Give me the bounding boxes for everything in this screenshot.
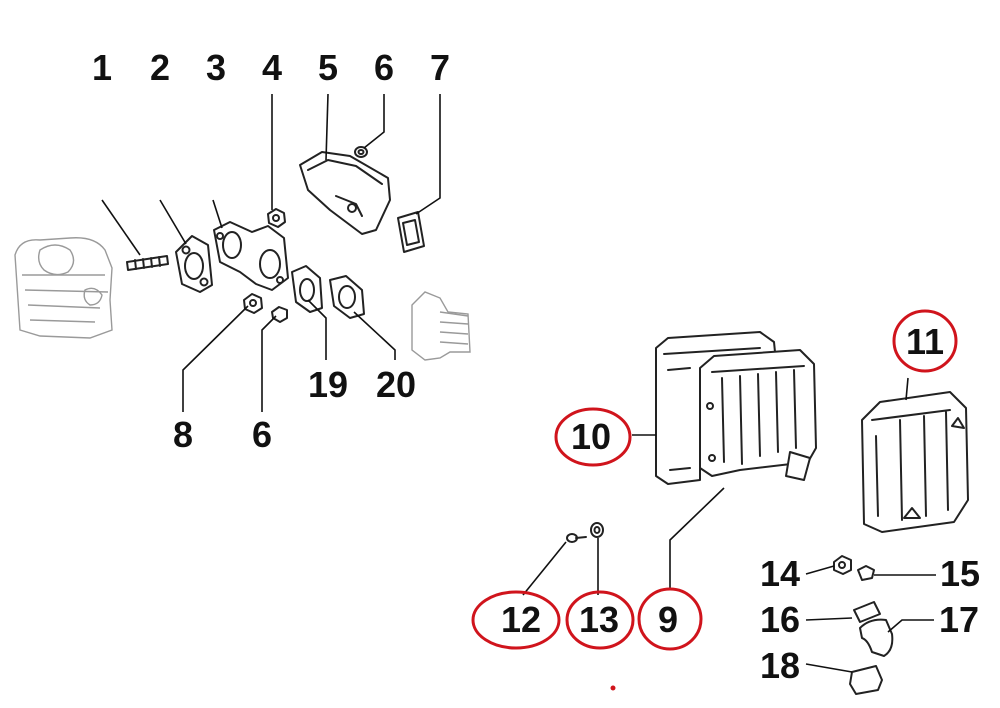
gasket-2-part xyxy=(175,235,213,293)
label-part-18: 18 xyxy=(760,645,800,686)
highlight-circles xyxy=(471,309,958,651)
heat-shield-5-part xyxy=(299,151,391,235)
label-part-3: 3 xyxy=(206,47,226,88)
washer-14-part xyxy=(833,555,852,575)
label-part-7: 7 xyxy=(430,47,450,88)
label-part-17: 17 xyxy=(939,599,979,640)
label-part-15: 15 xyxy=(940,553,980,594)
highlight-circle-9 xyxy=(637,587,703,651)
engine-block-ghost xyxy=(14,237,113,339)
label-part-6-lower: 6 xyxy=(252,414,272,455)
label-part-6-top: 6 xyxy=(374,47,394,88)
gasket-7-part xyxy=(397,211,425,253)
label-part-11: 11 xyxy=(906,321,944,362)
screw-12-part xyxy=(566,533,587,543)
label-part-2: 2 xyxy=(150,47,170,88)
elbow-17-part xyxy=(859,618,894,657)
label-part-8: 8 xyxy=(173,414,193,455)
red-marker-dot xyxy=(610,685,616,691)
highlight-circle-13 xyxy=(565,590,635,650)
exhaust-flange-part xyxy=(213,221,289,291)
muffler-cover-11-part xyxy=(861,391,969,533)
cap-18-part xyxy=(849,665,883,695)
label-part-19: 19 xyxy=(308,364,348,405)
washer-6-lower-part xyxy=(271,306,288,323)
label-part-4: 4 xyxy=(262,47,282,88)
muffler-body-9-part xyxy=(699,349,817,481)
highlight-circle-11 xyxy=(892,309,958,373)
fitting-16-part xyxy=(853,601,881,623)
label-part-5: 5 xyxy=(318,47,338,88)
label-part-1: 1 xyxy=(92,47,112,88)
label-part-20: 20 xyxy=(376,364,416,405)
leader-lines xyxy=(101,93,936,673)
label-part-12: 12 xyxy=(501,599,541,640)
nut-8-part xyxy=(243,293,263,314)
gasket-20-part xyxy=(329,275,365,319)
label-part-14: 14 xyxy=(760,553,800,594)
label-part-13: 13 xyxy=(579,599,619,640)
highlight-circle-10 xyxy=(554,407,632,467)
label-part-9: 9 xyxy=(658,599,678,640)
exhaust-outlet-ghost xyxy=(411,291,471,361)
washer-6-top-part xyxy=(354,146,368,158)
highlight-circle-12 xyxy=(471,590,561,650)
label-part-16: 16 xyxy=(760,599,800,640)
stud-part xyxy=(126,255,169,271)
gasket-19-part xyxy=(291,265,323,313)
washer-13-part xyxy=(590,522,604,538)
part-number-labels: 1 2 3 4 5 6 7 8 6 19 20 10 11 9 12 13 14… xyxy=(92,47,980,686)
nut-4-part xyxy=(267,208,286,228)
label-part-10: 10 xyxy=(571,416,611,457)
screw-15-part xyxy=(857,565,875,581)
